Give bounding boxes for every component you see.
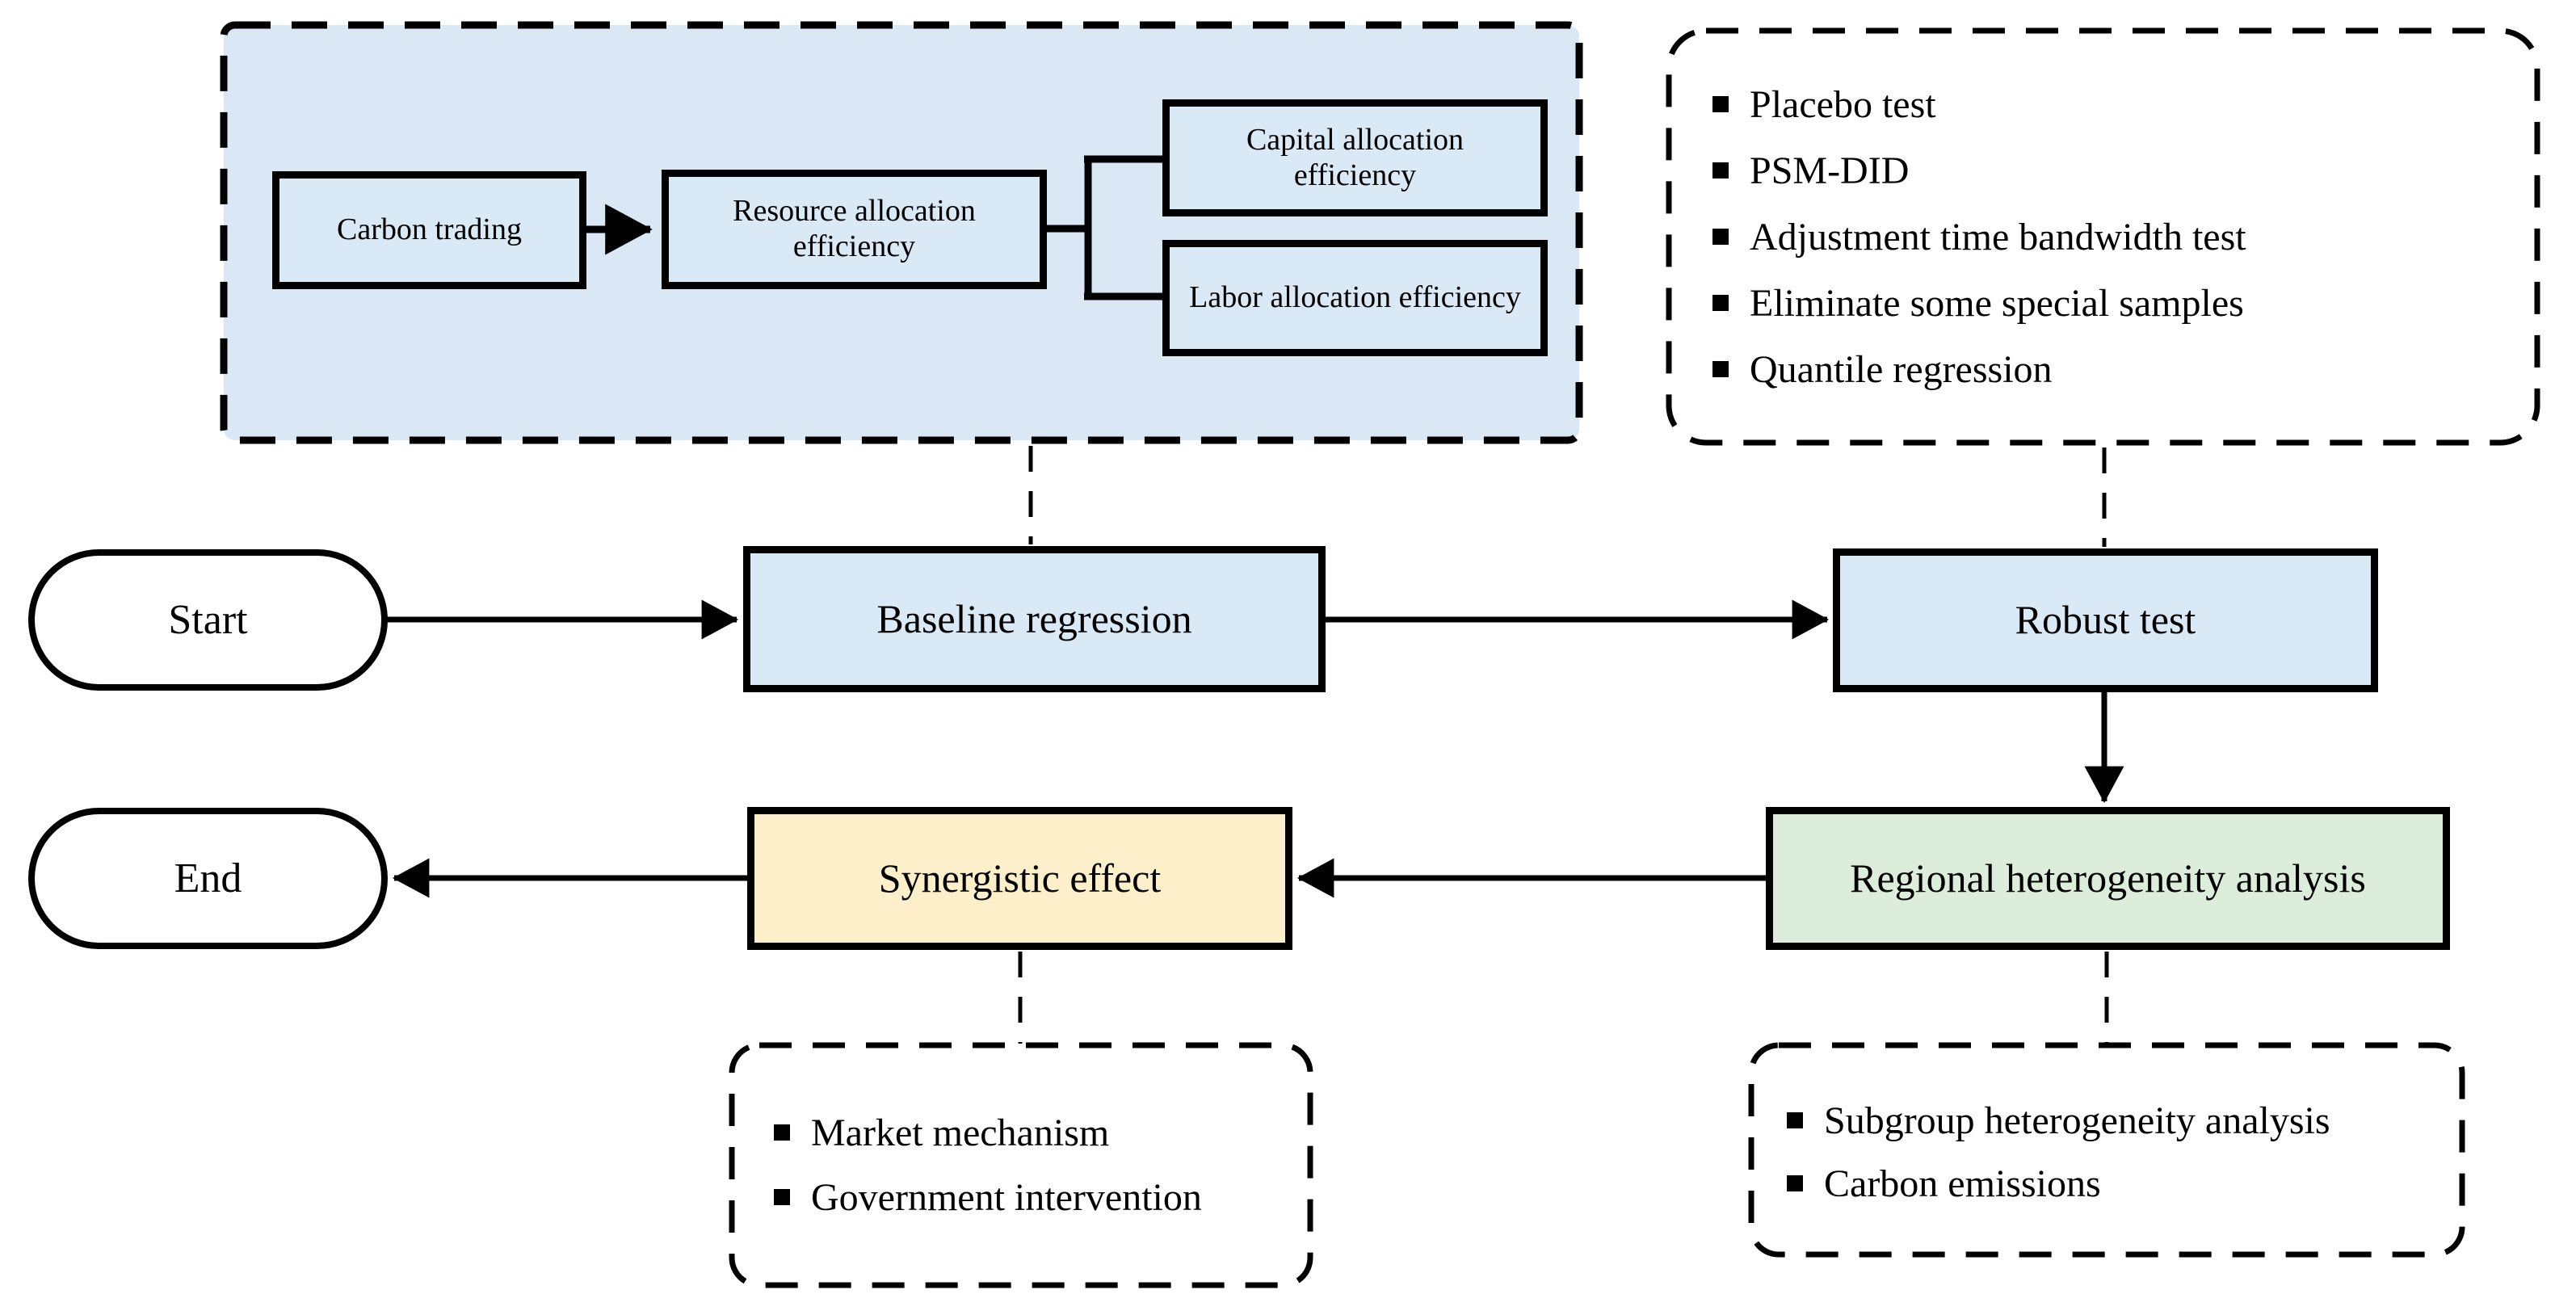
list-item: Subgroup heterogeneity analysis [1787, 1089, 2446, 1152]
resource-allocation-label: Resource allocation efficiency [733, 194, 976, 263]
start-label: Start [168, 597, 248, 643]
list-item: Placebo test [1712, 71, 2521, 137]
list-item-label: Carbon emissions [1824, 1162, 2101, 1205]
baseline-regression-label: Baseline regression [876, 595, 1192, 641]
bullet-square-icon [774, 1189, 790, 1205]
list-item-label: PSM-DID [1750, 149, 1910, 192]
list-item: Market mechanism [774, 1100, 1294, 1165]
list-item-label: Market mechanism [811, 1111, 1110, 1154]
list-item-label: Placebo test [1750, 82, 1936, 126]
bullet-square-icon [1712, 162, 1729, 179]
list-item: Carbon emissions [1787, 1152, 2446, 1215]
baseline-regression-node: Baseline regression [743, 546, 1326, 692]
synergistic-effect-node: Synergistic effect [747, 807, 1292, 950]
bullet-square-icon [1787, 1112, 1803, 1128]
synergy-list: Market mechanism Government intervention [774, 1100, 1294, 1229]
regional-heterogeneity-label: Regional heterogeneity analysis [1850, 855, 2366, 901]
list-item: Adjustment time bandwidth test [1712, 204, 2521, 270]
list-item-label: Subgroup heterogeneity analysis [1824, 1099, 2330, 1142]
bullet-square-icon [774, 1124, 790, 1141]
synergistic-effect-label: Synergistic effect [878, 855, 1162, 901]
bullet-square-icon [1712, 229, 1729, 245]
list-item: PSM-DID [1712, 137, 2521, 204]
end-terminator: End [28, 808, 388, 949]
robustness-panel-outline [1666, 27, 2540, 446]
list-item: Eliminate some special samples [1712, 270, 2521, 336]
list-item-label: Adjustment time bandwidth test [1750, 215, 2246, 258]
bullet-square-icon [1787, 1175, 1803, 1191]
list-item: Quantile regression [1712, 336, 2521, 402]
heterogeneity-panel-outline [1748, 1042, 2465, 1258]
list-item: Government intervention [774, 1165, 1294, 1229]
synergy-panel-outline [729, 1042, 1313, 1288]
bullet-square-icon [1712, 361, 1729, 377]
bullet-square-icon [1712, 295, 1729, 311]
robust-test-label: Robust test [2015, 597, 2196, 643]
robustness-panel: Placebo test PSM-DID Adjustment time ban… [1669, 31, 2537, 443]
resource-allocation-node: Resource allocation efficiency [662, 170, 1047, 289]
start-terminator: Start [28, 549, 388, 691]
capital-allocation-label: Capital allocation efficiency [1246, 122, 1464, 192]
list-item-label: Quantile regression [1750, 347, 2053, 391]
capital-allocation-node: Capital allocation efficiency [1162, 99, 1548, 216]
synergy-panel: Market mechanism Government intervention [732, 1045, 1310, 1285]
robustness-list: Placebo test PSM-DID Adjustment time ban… [1712, 71, 2521, 402]
bullet-square-icon [1712, 96, 1729, 112]
carbon-trading-label: Carbon trading [336, 212, 522, 247]
list-item-label: Government intervention [811, 1175, 1202, 1219]
labor-allocation-node: Labor allocation efficiency [1162, 240, 1548, 356]
labor-allocation-label: Labor allocation efficiency [1189, 280, 1521, 315]
robust-test-node: Robust test [1833, 548, 2378, 692]
heterogeneity-list: Subgroup heterogeneity analysis Carbon e… [1787, 1089, 2446, 1215]
heterogeneity-panel: Subgroup heterogeneity analysis Carbon e… [1751, 1045, 2462, 1254]
end-label: End [174, 855, 242, 901]
carbon-trading-node: Carbon trading [272, 171, 586, 289]
regional-heterogeneity-node: Regional heterogeneity analysis [1766, 807, 2450, 950]
list-item-label: Eliminate some special samples [1750, 281, 2244, 325]
